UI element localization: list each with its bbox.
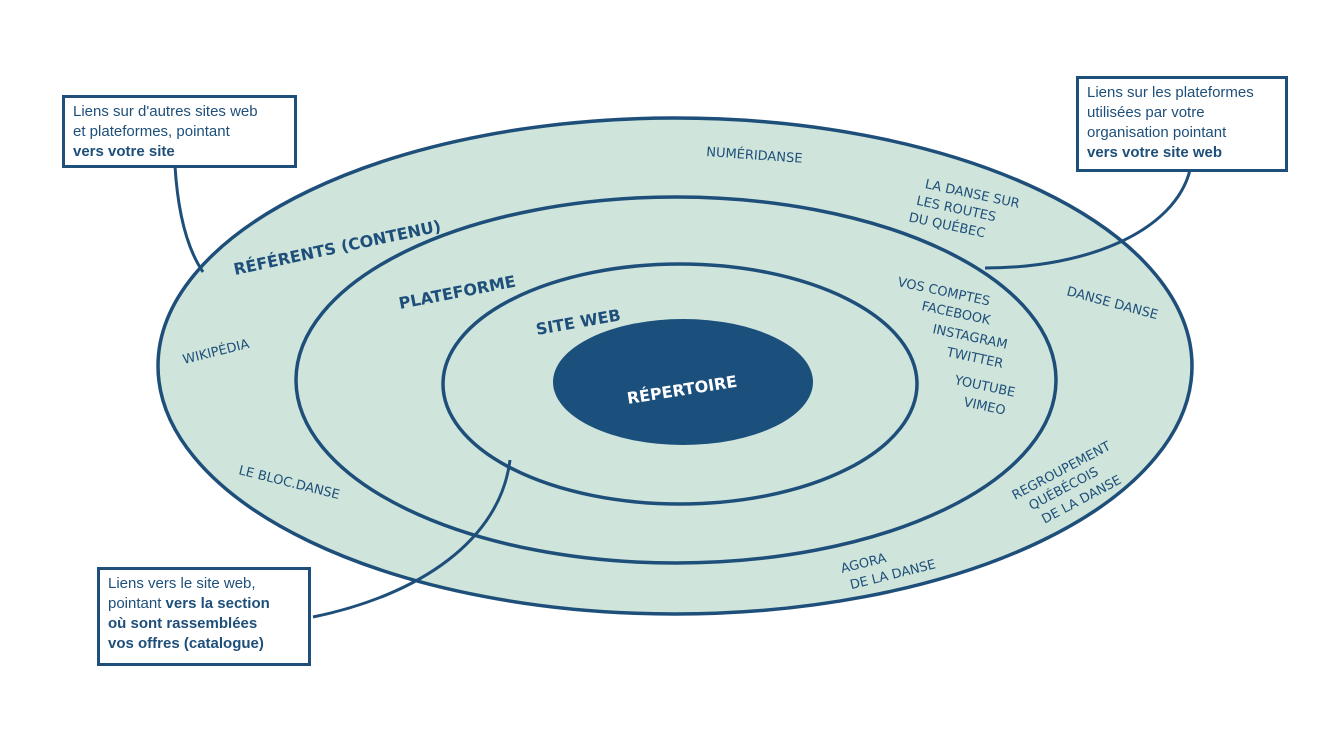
callout-bottom-bold2: où sont rassemblées <box>108 615 258 632</box>
callout-bottom-bold1: vers la section <box>165 595 270 612</box>
callout-left-top-line2: et plateformes, pointant <box>73 123 230 140</box>
callout-right-top-line3: organisation pointant <box>1087 124 1227 141</box>
callout-left-top-line1: Liens sur d'autres sites web <box>73 103 258 120</box>
callout-left-top: Liens sur d'autres sites web et platefor… <box>62 95 297 168</box>
callout-right-top: Liens sur les plateformes utilisées par … <box>1076 76 1288 172</box>
callout-bottom-line1: Liens vers le site web, <box>108 575 256 592</box>
callout-bottom-bold3: vos offres (catalogue) <box>108 635 264 652</box>
callout-bottom-line2-plain: pointant <box>108 595 166 612</box>
label-numeridanse: NUMÉRIDANSE <box>706 144 803 167</box>
callout-right-top-line1: Liens sur les plateformes <box>1087 84 1254 101</box>
connector-bottom <box>312 459 512 619</box>
callout-left-top-bold: vers votre site <box>73 143 175 160</box>
callout-right-top-bold: vers votre site web <box>1087 144 1223 161</box>
connector-left-top <box>173 165 205 273</box>
callout-bottom: Liens vers le site web, pointant vers la… <box>97 567 311 666</box>
center-ellipse <box>553 319 813 445</box>
callout-right-top-line2: utilisées par votre <box>1087 104 1205 121</box>
connector-right-top <box>984 169 1192 270</box>
